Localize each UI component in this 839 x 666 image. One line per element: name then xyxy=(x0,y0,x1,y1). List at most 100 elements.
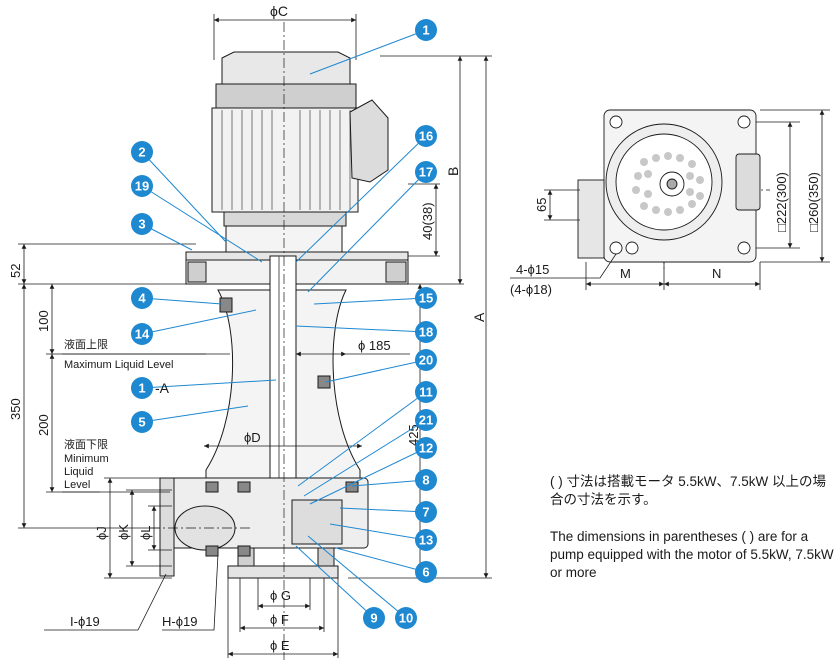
plate-bolt-right xyxy=(385,261,407,283)
callout-circle-15 xyxy=(415,287,437,309)
callout-leader-5 xyxy=(141,405,249,423)
callout-number-6: 6 xyxy=(422,565,429,580)
callout-number-19: 19 xyxy=(135,179,149,194)
dim-N: N xyxy=(712,266,721,281)
top-view-dimensions xyxy=(510,109,830,290)
callout-leader-1 xyxy=(309,29,427,75)
dim-100: 100 xyxy=(36,310,51,332)
base xyxy=(227,565,339,579)
callout-number-12: 12 xyxy=(419,441,433,456)
callout-number-17: 17 xyxy=(419,165,433,180)
top-view-discharge xyxy=(577,179,605,259)
callout-circle-3 xyxy=(131,213,153,235)
shaft xyxy=(269,255,297,497)
callout-number-16: 16 xyxy=(419,129,433,144)
dim-phiK: ϕK xyxy=(116,524,131,540)
callout-leader-8 xyxy=(351,479,427,487)
callout-circle-2 xyxy=(131,141,153,163)
dim-phiJ: ϕJ xyxy=(94,526,109,540)
callout-circle-1 xyxy=(415,19,437,41)
callout-number-11: 11 xyxy=(419,385,433,400)
callout-leader-2 xyxy=(141,151,227,243)
callout-circle-4 xyxy=(131,287,153,309)
callout-number-5: 5 xyxy=(138,415,145,430)
callout-circle-19 xyxy=(131,175,153,197)
dim-52: 52 xyxy=(8,264,23,278)
callout-number-9: 9 xyxy=(370,611,377,626)
callout-number-3: 3 xyxy=(138,217,145,232)
dim-h15: 4-ϕ15 xyxy=(516,262,549,277)
suction-cover xyxy=(291,499,343,545)
callout-circle-17 xyxy=(415,161,437,183)
callout-leader-16 xyxy=(295,135,427,263)
callout-number-7: 7 xyxy=(422,505,429,520)
callout-number-4: 4 xyxy=(138,291,146,306)
dim-200: 200 xyxy=(36,414,51,436)
dim-H19: H-ϕ19 xyxy=(162,614,197,629)
level-lower-en-1: Minimum xyxy=(64,453,109,465)
callout-number-20: 20 xyxy=(419,353,433,368)
dim-phiG: ϕ G xyxy=(270,588,291,603)
level-lower-en-3: Level xyxy=(64,479,90,491)
callout-number-2: 2 xyxy=(138,145,145,160)
motor-flange xyxy=(223,211,347,227)
callout-leader-9 xyxy=(295,545,375,619)
callout-leader-15 xyxy=(313,297,427,305)
callout-circle-1A xyxy=(131,377,153,399)
note-japanese: ( ) 寸法は搭載モータ 5.5kW、7.5kW 以上の場合の寸法を示す。 xyxy=(550,474,827,507)
dim-65: 65 xyxy=(534,198,549,212)
callout-circle-18 xyxy=(415,321,437,343)
dim-sq222: □222(300) xyxy=(774,172,789,232)
dim-phiD: ϕD xyxy=(244,430,261,445)
dimension-labels: ϕC B A 40(38) 52 100 350 200 ϕ 185 425 ϕ… xyxy=(8,3,821,653)
callout-leader-13 xyxy=(329,523,427,541)
callout-leader-14 xyxy=(141,309,257,335)
callout-leader-6 xyxy=(335,547,427,573)
terminal-box xyxy=(349,99,389,183)
plate-bolt-left xyxy=(187,261,207,283)
fan-cover-holes xyxy=(632,152,704,216)
callout-leader-4 xyxy=(141,297,223,305)
level-lower-en-2: Liquid xyxy=(64,466,93,478)
callout-circle-16 xyxy=(415,125,437,147)
callout-circle-8 xyxy=(415,469,437,491)
liquid-level-lines xyxy=(62,353,206,493)
callout-circle-11 xyxy=(415,381,437,403)
callout-number-14: 14 xyxy=(135,327,150,342)
callout-leader-7 xyxy=(339,507,427,513)
dim-M: M xyxy=(620,266,631,281)
dim-phiL: ϕL xyxy=(138,525,153,540)
dim-h18: (4-ϕ18) xyxy=(510,282,552,297)
callout-circle-12 xyxy=(415,437,437,459)
dim-B: B xyxy=(445,167,461,176)
callout-leader-21 xyxy=(303,419,427,497)
top-view-terminal-box xyxy=(735,153,761,211)
callout-leader-19 xyxy=(141,185,263,263)
callout-circle-5 xyxy=(131,411,153,433)
level-lower-jp: 液面下限 xyxy=(64,437,108,451)
base-leg-right xyxy=(317,547,335,567)
callout-leader-12 xyxy=(309,447,427,505)
callout-circle-21 xyxy=(415,409,437,431)
dim-phiF: ϕ F xyxy=(270,612,289,627)
callout-leader-17 xyxy=(307,171,427,293)
dim-A: A xyxy=(471,312,487,322)
dim-40: 40(38) xyxy=(420,202,435,240)
dim-phi185: ϕ 185 xyxy=(358,338,391,353)
dimension-lines xyxy=(18,14,492,658)
level-upper-jp: 液面上限 xyxy=(64,337,108,351)
callout-number-21: 21 xyxy=(419,413,433,428)
callout-number-13: 13 xyxy=(419,533,433,548)
dim-I19: I-ϕ19 xyxy=(70,614,100,629)
motor-band xyxy=(215,83,357,109)
dim-sq260: □260(350) xyxy=(806,172,821,232)
top-plate-lower xyxy=(185,259,409,285)
top-plate xyxy=(185,251,409,261)
callout-number-8: 8 xyxy=(422,473,429,488)
discharge-flange xyxy=(159,477,175,577)
pump-front-view xyxy=(159,51,409,579)
callout-leader-18 xyxy=(295,325,427,333)
dim-350: 350 xyxy=(8,398,23,420)
